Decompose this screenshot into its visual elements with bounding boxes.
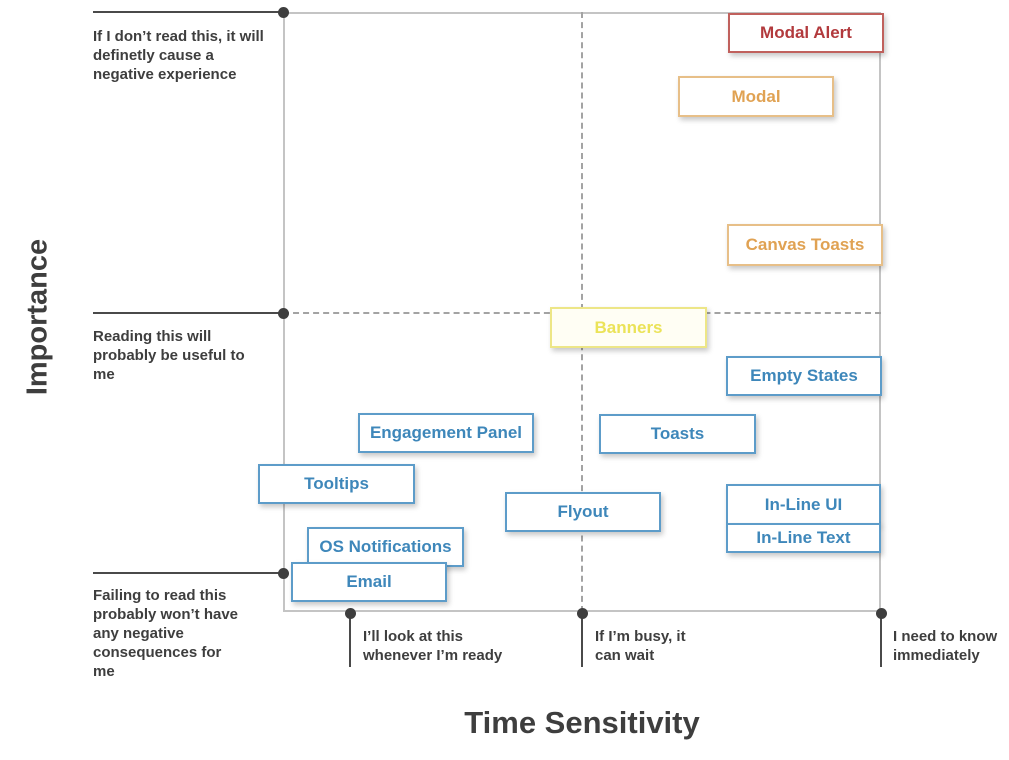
y-tick-dot-mid — [278, 308, 289, 319]
item-in-line-text: In-Line Text — [726, 523, 881, 553]
y-tick-line-high — [93, 11, 283, 13]
y-tick-line-mid — [93, 312, 283, 314]
item-canvas-toasts: Canvas Toasts — [727, 224, 883, 266]
x-tick-line-ready — [349, 613, 351, 667]
item-in-line-ui: In-Line UI — [726, 484, 881, 525]
y-axis-title: Importance — [21, 238, 54, 396]
x-tick-dot-ready — [345, 608, 356, 619]
item-banners: Banners — [550, 307, 707, 348]
item-os-notifications: OS Notifications — [307, 527, 464, 567]
x-tick-label-wait: If I’m busy, it can wait — [595, 628, 686, 664]
y-tick-label-mid: Reading this will probably be useful to … — [93, 328, 245, 383]
item-modal: Modal — [678, 76, 834, 117]
item-email: Email — [291, 562, 447, 602]
item-flyout: Flyout — [505, 492, 661, 532]
y-tick-label-high: If I don’t read this, it will definetly … — [93, 28, 264, 83]
x-tick-line-wait — [581, 613, 583, 667]
x-tick-dot-wait — [577, 608, 588, 619]
x-tick-label-ready: I’ll look at this whenever I’m ready — [363, 628, 503, 664]
y-tick-label-low: Failing to read this probably won’t have… — [93, 587, 239, 680]
item-toasts: Toasts — [599, 414, 756, 454]
y-tick-dot-high — [278, 7, 289, 18]
x-tick-dot-immediate — [876, 608, 887, 619]
x-tick-line-immediate — [880, 613, 882, 667]
item-modal-alert: Modal Alert — [728, 13, 884, 53]
y-tick-dot-low — [278, 568, 289, 579]
x-tick-label-immediate: I need to know immediately — [893, 628, 998, 664]
y-tick-line-low — [93, 572, 283, 574]
item-empty-states: Empty States — [726, 356, 882, 396]
item-tooltips: Tooltips — [258, 464, 415, 504]
item-engagement-panel: Engagement Panel — [358, 413, 534, 453]
x-axis-title: Time Sensitivity — [464, 705, 700, 740]
